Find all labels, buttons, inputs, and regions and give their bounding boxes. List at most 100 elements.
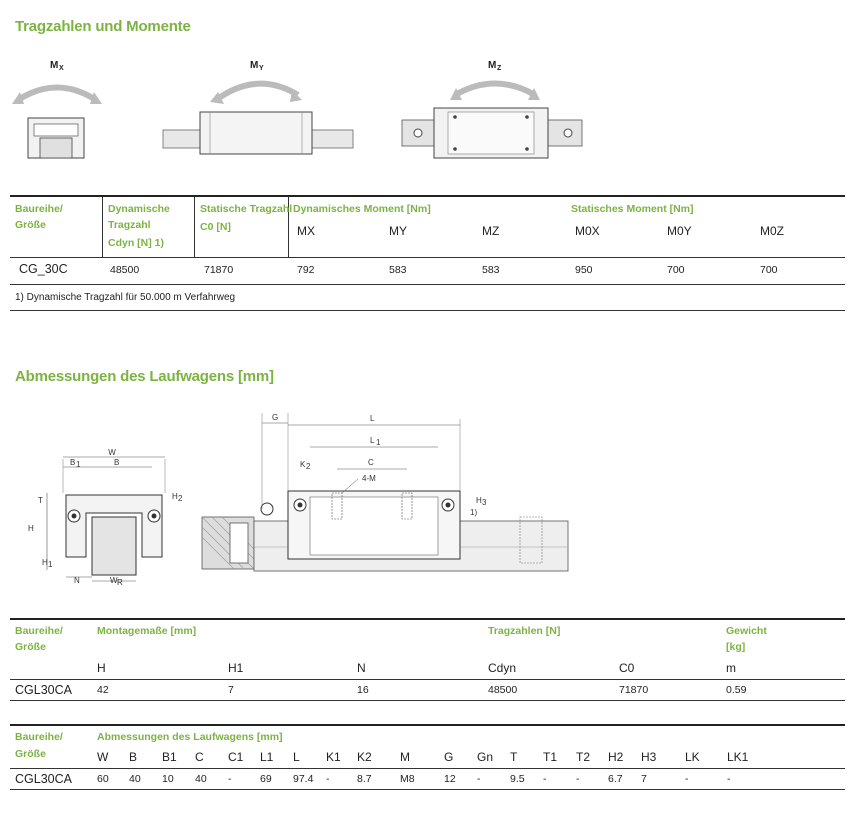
t2-header-series-1: Baureihe/ <box>15 625 63 637</box>
t2-sym-cdyn: Cdyn <box>488 661 517 675</box>
t3-sym-16: H3 <box>641 750 657 764</box>
svg-text:K: K <box>300 460 306 469</box>
svg-text:M: M <box>488 60 496 71</box>
t3-val-7: - <box>326 773 330 785</box>
svg-text:2: 2 <box>178 494 183 503</box>
svg-text:L: L <box>370 436 375 445</box>
moment-figures: M X M Y M Z <box>12 60 583 159</box>
figure-my: M Y <box>162 60 354 155</box>
t3-val-8: 8.7 <box>357 773 372 785</box>
t3-val-4: - <box>228 773 232 785</box>
t3-val-16: 7 <box>641 773 647 785</box>
t3-val-2: 10 <box>162 773 174 785</box>
svg-text:1: 1 <box>376 438 381 447</box>
t2-row-m: 0.59 <box>726 684 747 696</box>
t2-row-c0: 71870 <box>619 684 649 696</box>
t2-header-weight-2: [kg] <box>726 641 746 653</box>
t2-header-weight-1: Gewicht <box>726 625 767 637</box>
t1-sym-mx: MX <box>297 224 315 238</box>
t3-val-10: 12 <box>444 773 456 785</box>
t3-header-series-2: Größe <box>15 748 46 760</box>
t3-sym-18: LK1 <box>727 750 749 764</box>
svg-text:H: H <box>476 496 482 505</box>
t3-val-5: 69 <box>260 773 272 785</box>
t2-header-mount: Montagemaße [mm] <box>97 625 197 637</box>
t3-sym-12: T <box>510 750 518 764</box>
t3-val-0: 60 <box>97 773 109 785</box>
t1-row-c0: 71870 <box>204 264 234 276</box>
svg-text:3: 3 <box>482 498 487 507</box>
t2-sym-c0: C0 <box>619 661 635 675</box>
t3-val-15: 6.7 <box>608 773 623 785</box>
t3-sym-9: M <box>400 750 410 764</box>
t1-header-dyn-3: Cdyn [N] 1) <box>108 237 164 249</box>
label-mx: M <box>50 60 58 71</box>
t2-sym-h1: H1 <box>228 661 244 675</box>
t1-header-static-1: Statische Tragzahl <box>200 203 293 215</box>
svg-text:W: W <box>110 576 118 585</box>
svg-text:2: 2 <box>306 462 311 471</box>
t1-sym-mz: MZ <box>482 224 500 238</box>
svg-text:1): 1) <box>470 508 477 517</box>
t3-sym-3: C <box>195 750 204 764</box>
t3-val-18: - <box>727 773 731 785</box>
section-title-dimensions: Abmessungen des Laufwagens [mm] <box>15 368 274 385</box>
t3-val-14: - <box>576 773 580 785</box>
arrow-arc-icon <box>214 80 300 103</box>
arrow-arc-icon <box>453 80 537 98</box>
t3-sym-14: T2 <box>576 750 591 764</box>
svg-text:G: G <box>272 413 278 422</box>
t3-sym-15: H2 <box>608 750 624 764</box>
t1-header-stat-moment: Statisches Moment [Nm] <box>571 203 694 215</box>
t3-sym-8: K2 <box>357 750 372 764</box>
t3-header-dims: Abmessungen des Laufwagens [mm] <box>97 731 283 743</box>
svg-text:B: B <box>114 458 119 467</box>
t2-row-name: CGL30CA <box>15 683 72 697</box>
t3-row-name: CGL30CA <box>15 772 72 786</box>
t3-sym-17: LK <box>685 750 700 764</box>
t3-val-1: 40 <box>129 773 141 785</box>
t3-sym-4: C1 <box>228 750 244 764</box>
t3-sym-13: T1 <box>543 750 558 764</box>
t1-header-dyn-1: Dynamische <box>108 203 170 215</box>
t1-sym-m0x: M0X <box>575 224 600 238</box>
t3-sym-0: W <box>97 750 109 764</box>
t2-row-h1: 7 <box>228 684 234 696</box>
t1-header-dyn-moment: Dynamisches Moment [Nm] <box>293 203 431 215</box>
t1-header-series-1: Baureihe/ <box>15 203 63 215</box>
svg-text:H: H <box>28 524 34 533</box>
t2-row-h: 42 <box>97 684 109 696</box>
t3-sym-5: L1 <box>260 750 274 764</box>
t1-row-mz: 583 <box>482 264 500 276</box>
arrow-arc-icon <box>16 84 98 103</box>
svg-text:B: B <box>70 458 75 467</box>
t3-sym-1: B <box>129 750 138 764</box>
svg-text:T: T <box>38 496 43 505</box>
svg-text:H: H <box>42 558 48 567</box>
t2-sym-n: N <box>357 661 366 675</box>
t2-header-load: Tragzahlen [N] <box>488 625 561 637</box>
t1-header-dyn-2: Tragzahl <box>108 219 151 231</box>
t2-sym-m: m <box>726 661 736 675</box>
svg-text:Z: Z <box>497 65 502 72</box>
t3-sym-6: L <box>293 750 300 764</box>
t3-val-13: - <box>543 773 547 785</box>
svg-text:X: X <box>59 65 64 72</box>
t1-sym-m0z: M0Z <box>760 224 784 238</box>
t3-sym-7: K1 <box>326 750 341 764</box>
t2-header-series-2: Größe <box>15 641 46 653</box>
svg-text:W: W <box>108 448 116 457</box>
t3-sym-10: G <box>444 750 454 764</box>
t3-val-11: - <box>477 773 481 785</box>
section-title-load-ratings: Tragzahlen und Momente <box>15 18 191 35</box>
t3-sym-11: Gn <box>477 750 494 764</box>
t1-row-name: CG_30C <box>19 262 68 276</box>
t3-sym-2: B1 <box>162 750 177 764</box>
svg-text:N: N <box>74 576 80 585</box>
t3-val-9: M8 <box>400 773 415 785</box>
svg-text:4-M: 4-M <box>362 474 376 483</box>
t1-row-cdyn: 48500 <box>110 264 140 276</box>
svg-text:M: M <box>250 60 258 71</box>
